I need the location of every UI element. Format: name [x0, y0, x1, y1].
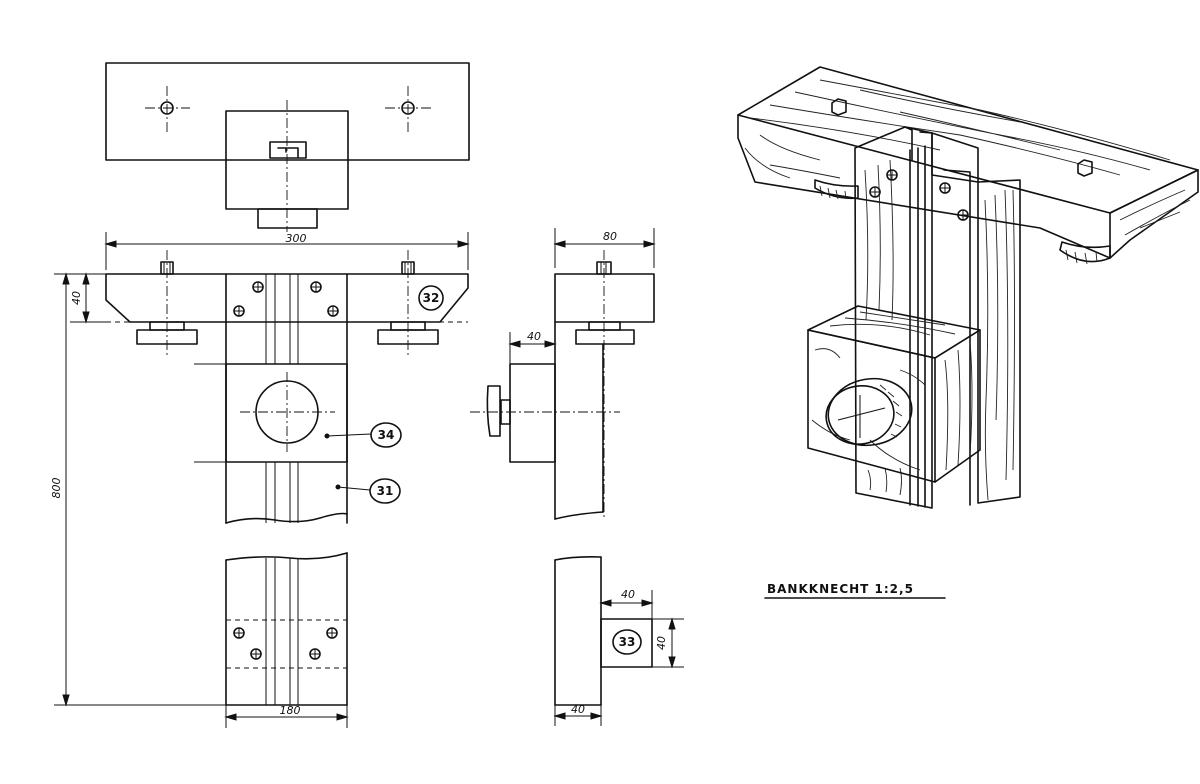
isometric-sketch	[737, 66, 1199, 509]
side-view: 80 40 33 40 40	[470, 228, 684, 726]
title-block: BANKKNECHT 1:2,5	[764, 582, 946, 599]
drawing-title: BANKKNECHT 1:2,5	[767, 582, 914, 596]
front-view: 300 40	[50, 232, 470, 728]
screw-heads-lower	[233, 627, 338, 660]
dim-40-block-height: 40	[655, 636, 668, 650]
dim-80: 80	[603, 230, 617, 243]
dim-180: 180	[280, 704, 301, 717]
label-part-32: 32	[423, 291, 440, 305]
dim-800: 800	[50, 478, 63, 499]
screw-hole-left	[145, 86, 190, 132]
dim-40-top: 40	[70, 291, 83, 305]
label-part-31: 31	[377, 484, 394, 498]
dim-40-block-width: 40	[621, 588, 635, 601]
label-part-33: 33	[619, 635, 636, 649]
dim-40-side: 40	[527, 330, 541, 343]
screw-hole-right	[385, 86, 432, 132]
dim-40-bottom: 40	[571, 703, 585, 716]
dim-300: 300	[286, 232, 307, 245]
plan-view	[105, 62, 470, 232]
label-part-34: 34	[378, 428, 395, 442]
screw-heads-front	[233, 281, 339, 317]
